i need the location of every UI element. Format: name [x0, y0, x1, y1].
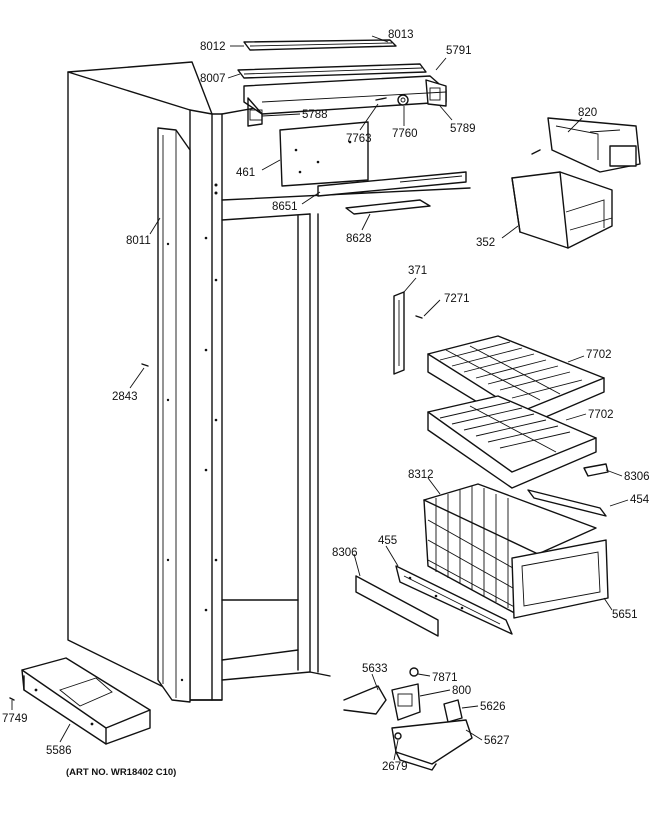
label-5626: 5626	[480, 701, 506, 713]
drawer-basket	[423, 483, 609, 619]
art-number: (ART NO. WR18402 C10)	[66, 767, 176, 778]
wire-shelf-lower	[427, 395, 597, 489]
label-5788: 5788	[302, 109, 328, 121]
label-371: 371	[408, 265, 427, 277]
label-461: 461	[236, 167, 255, 179]
label-455: 455	[378, 535, 397, 547]
label-8013: 8013	[388, 29, 414, 41]
label-2679: 2679	[382, 761, 408, 773]
label-5633: 5633	[362, 663, 388, 675]
label-7760: 7760	[392, 128, 418, 140]
label-5791: 5791	[446, 45, 472, 57]
label-2843: 2843	[112, 391, 138, 403]
label-7702-upper: 7702	[586, 349, 612, 361]
label-7749: 7749	[2, 713, 28, 725]
label-8012: 8012	[200, 41, 226, 53]
label-7271: 7271	[444, 293, 470, 305]
label-8306-right: 8306	[624, 471, 650, 483]
label-8011: 8011	[126, 235, 151, 247]
label-7763: 7763	[346, 133, 372, 145]
label-454: 454	[630, 494, 650, 506]
label-820: 820	[578, 107, 597, 119]
drawer-rails-right	[527, 463, 609, 517]
shelf-bracket-371	[393, 291, 423, 375]
label-8312: 8312	[408, 469, 434, 481]
label-7871: 7871	[432, 672, 458, 684]
side-trim-8011	[157, 127, 191, 703]
panel-461	[279, 121, 369, 187]
part-labels: 8012 8013 5791 8007 5788 7763 7760 5789 …	[2, 29, 650, 773]
label-5586: 5586	[46, 745, 72, 757]
label-8007: 8007	[200, 73, 226, 85]
label-352: 352	[476, 237, 495, 249]
electrical-module-5586	[9, 657, 151, 745]
icemaker-820	[531, 117, 641, 173]
screw-2843	[141, 363, 149, 367]
label-8628: 8628	[346, 233, 372, 245]
label-7702-lower: 7702	[588, 409, 614, 421]
label-5789: 5789	[450, 123, 476, 135]
label-8306-left: 8306	[332, 547, 358, 559]
ice-bucket-352	[511, 171, 613, 249]
leader-lines	[11, 35, 629, 761]
label-8651: 8651	[272, 201, 298, 213]
label-5627: 5627	[484, 735, 510, 747]
label-800: 800	[452, 685, 471, 697]
drawer-rails-left	[355, 565, 513, 637]
control-housing	[243, 75, 447, 127]
damper-assembly	[343, 667, 473, 771]
label-5651: 5651	[612, 609, 638, 621]
shelf-rail	[317, 171, 467, 215]
top-strips	[237, 39, 427, 79]
